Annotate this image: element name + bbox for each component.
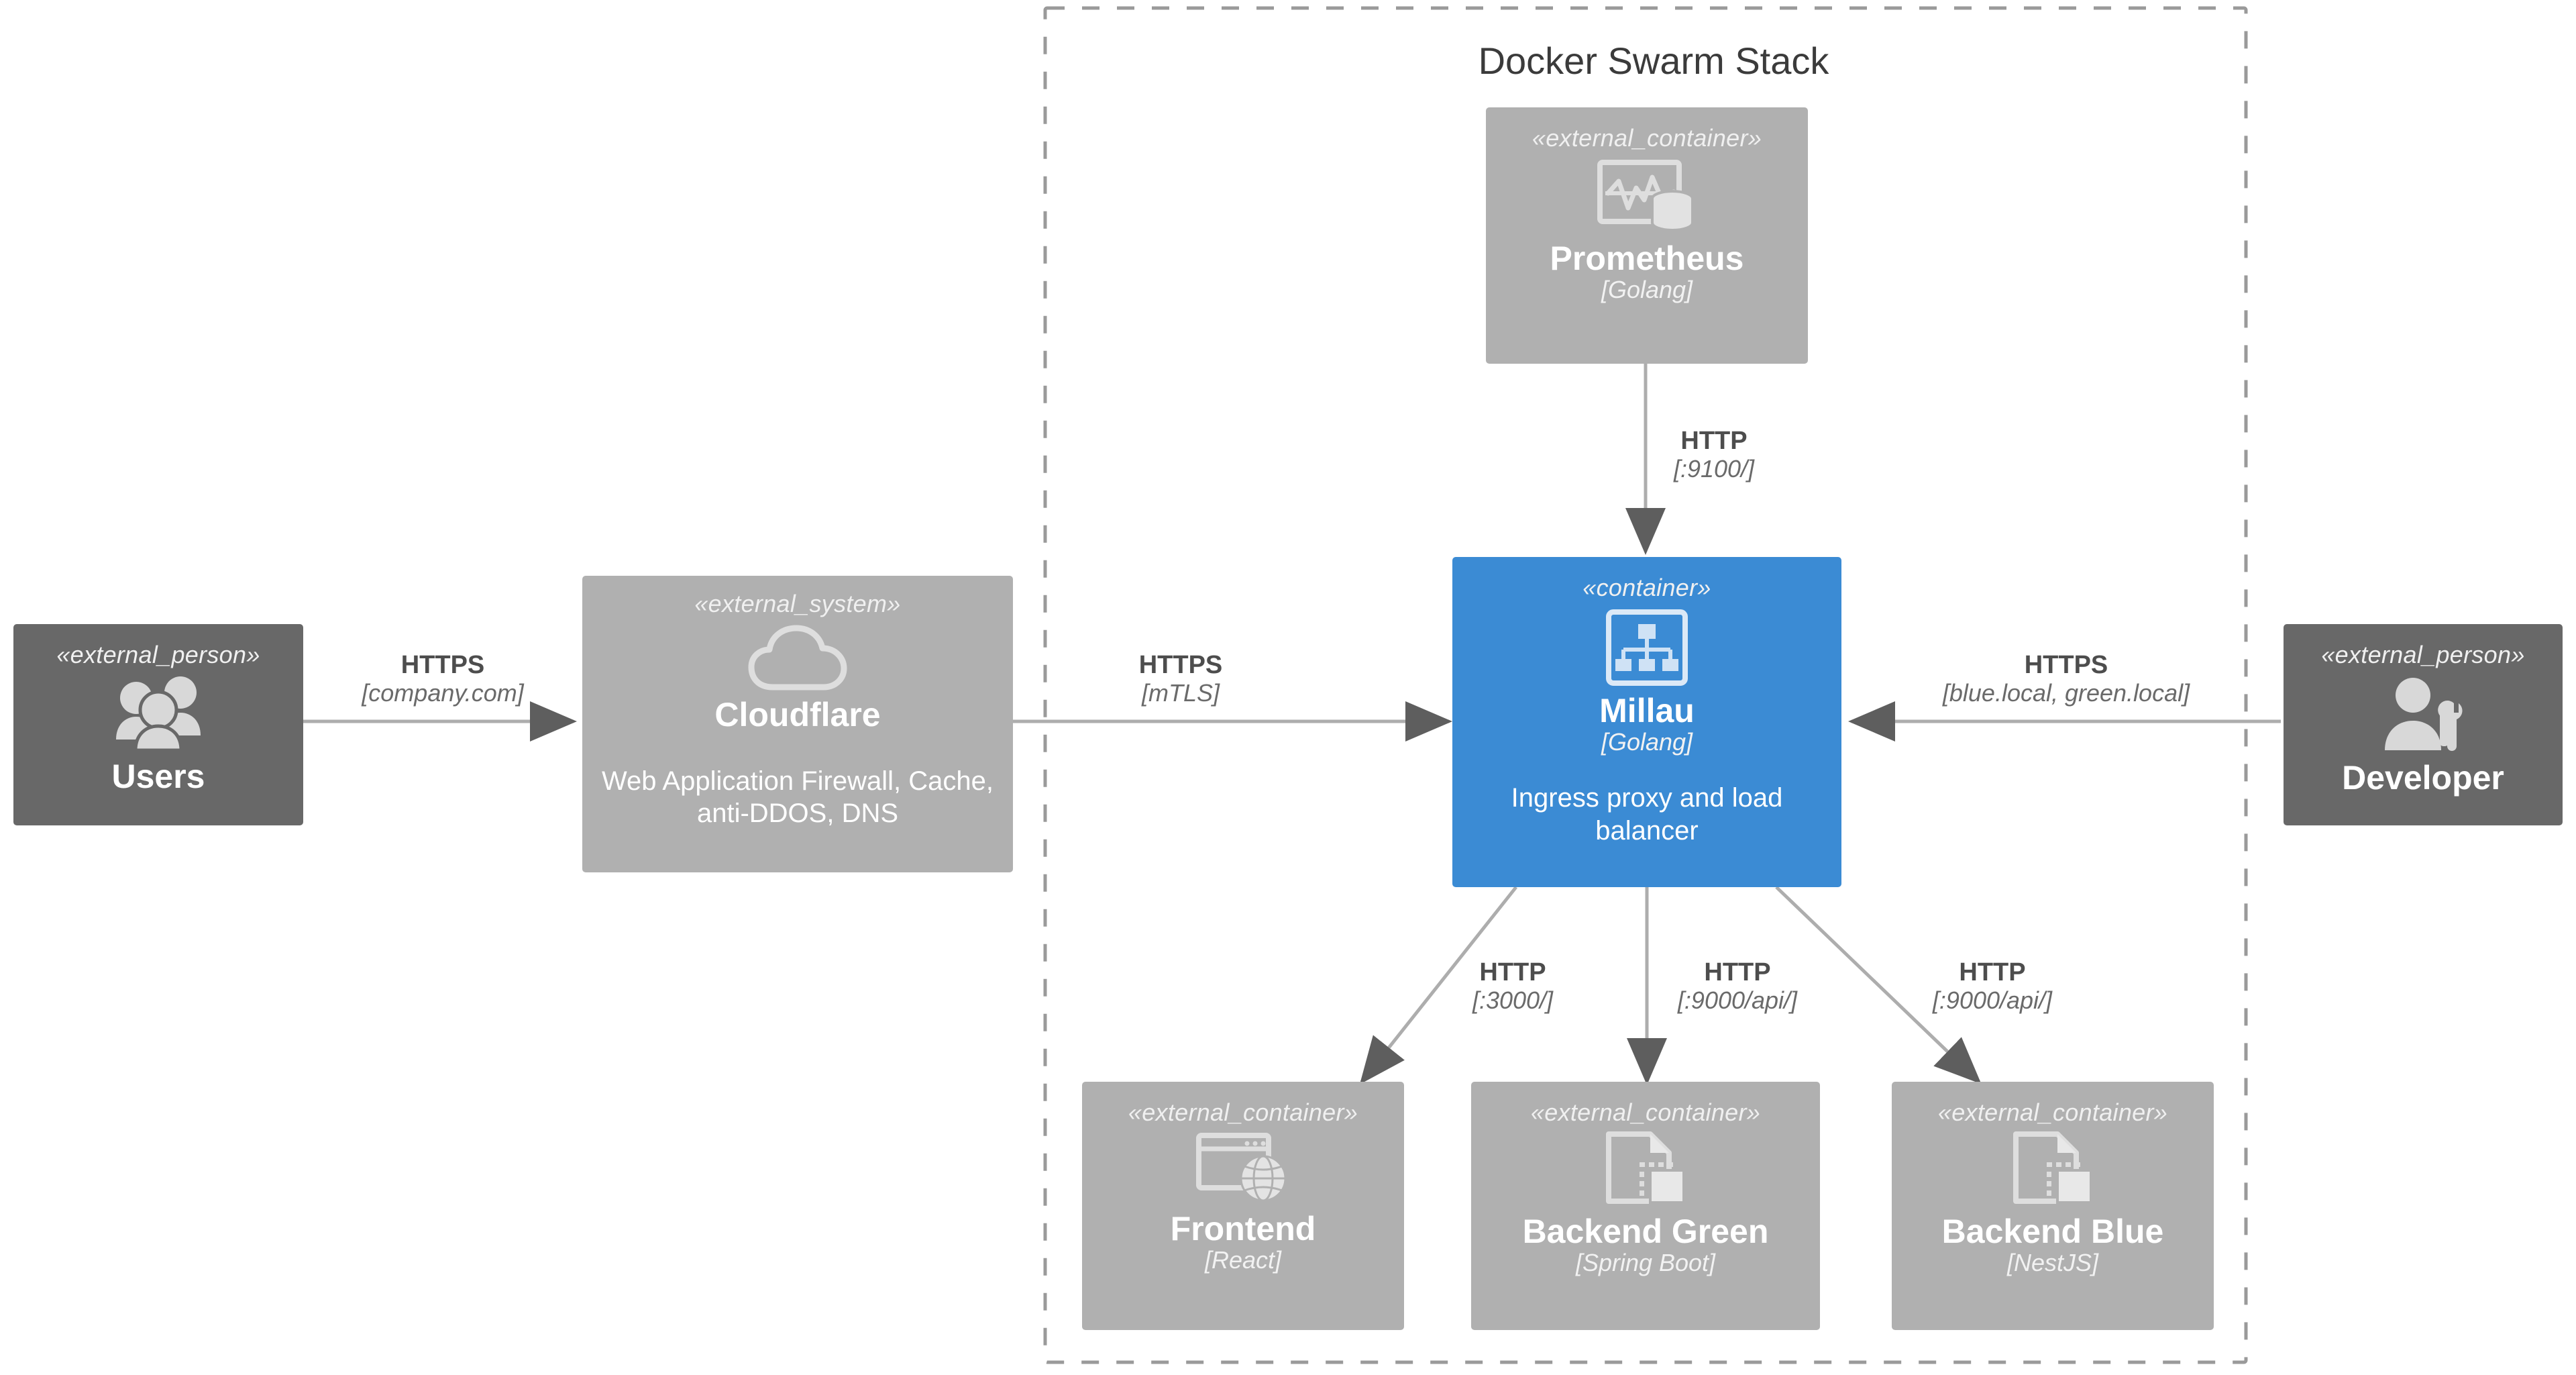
edge-label-protocol: HTTPS [2024, 651, 2108, 679]
node-millau-description: Ingress proxy and load balancer [1511, 783, 1783, 846]
node-backend-green-tech: [Spring Boot] [1575, 1248, 1716, 1276]
edge-label-detail: [company.com] [362, 678, 524, 707]
edge-millau-frontend [1359, 886, 1517, 1084]
node-users-stereotype: «external_person» [56, 641, 260, 668]
edge-label-detail: [:9100/] [1673, 454, 1755, 482]
edge-label-prometheus-millau: HTTP [:9100/] [1657, 427, 1851, 482]
edge-label-detail: [:9000/api/] [1932, 986, 2053, 1014]
node-users-title: Users [111, 757, 205, 795]
document-component-icon [1602, 1131, 1689, 1207]
cloud-icon [747, 623, 848, 693]
node-developer[interactable]: «external_person» Developer [2284, 624, 2563, 825]
edge-label-millau-backend-green: HTTP [:9000/api/] [1637, 958, 1838, 1014]
node-prometheus-title: Prometheus [1550, 239, 1744, 277]
node-frontend-title: Frontend [1170, 1209, 1316, 1247]
edge-label-millau-frontend: HTTP [:3000/] [1436, 958, 1590, 1014]
node-backend-green[interactable]: «external_container» Backend Green [Spri… [1471, 1082, 1820, 1330]
edge-label-protocol: HTTP [1680, 427, 1748, 455]
node-millau[interactable]: «container» Millau [Golang] Ingress prox… [1452, 557, 1841, 887]
users-group-icon [108, 672, 209, 752]
edge-millau-backend-blue [1775, 886, 1982, 1084]
node-prometheus-stereotype: «external_container» [1532, 124, 1762, 152]
edge-label-protocol: HTTP [1959, 958, 2026, 986]
monitoring-chart-database-icon [1596, 158, 1698, 234]
edge-label-protocol: HTTP [1704, 958, 1771, 986]
node-cloudflare[interactable]: «external_system» Cloudflare Web Applica… [582, 576, 1013, 872]
node-cloudflare-description: Web Application Firewall, Cache, anti-DD… [602, 766, 994, 829]
node-backend-blue[interactable]: «external_container» Backend Blue [NestJ… [1892, 1082, 2214, 1330]
node-users[interactable]: «external_person» Users [13, 624, 303, 825]
node-frontend-stereotype: «external_container» [1128, 1099, 1358, 1126]
node-backend-blue-stereotype: «external_container» [1937, 1099, 2168, 1126]
node-frontend-tech: [React] [1204, 1245, 1282, 1274]
edge-label-users-cloudflare: HTTPS [company.com] [315, 651, 570, 707]
edge-label-protocol: HTTPS [400, 651, 485, 679]
node-backend-blue-tech: [NestJS] [2006, 1248, 2099, 1276]
node-cloudflare-title: Cloudflare [714, 695, 881, 733]
node-millau-tech: [Golang] [1601, 727, 1693, 756]
document-component-icon [2009, 1131, 2096, 1207]
node-prometheus-tech: [Golang] [1601, 275, 1693, 303]
node-developer-title: Developer [2342, 758, 2504, 797]
edge-label-cloudflare-millau: HTTPS [mTLS] [1073, 651, 1288, 707]
node-developer-stereotype: «external_person» [2321, 641, 2525, 668]
node-backend-green-title: Backend Green [1522, 1212, 1769, 1250]
node-cloudflare-stereotype: «external_system» [694, 590, 901, 617]
node-millau-stereotype: «container» [1582, 574, 1711, 601]
browser-globe-icon [1196, 1131, 1290, 1204]
edge-label-developer-millau: HTTPS [blue.local, green.local] [1872, 651, 2261, 707]
docker-swarm-boundary [1043, 6, 2248, 1364]
network-hierarchy-icon [1605, 608, 1689, 687]
edge-label-protocol: HTTPS [1138, 651, 1223, 679]
node-prometheus[interactable]: «external_container» Prometheus [Golang] [1486, 107, 1808, 364]
person-tools-icon [2373, 672, 2473, 753]
edge-label-detail: [:3000/] [1472, 986, 1554, 1014]
edge-label-millau-backend-blue: HTTP [:9000/api/] [1892, 958, 2093, 1014]
edge-label-detail: [blue.local, green.local] [1942, 678, 2190, 707]
node-millau-title: Millau [1599, 691, 1695, 729]
edge-label-protocol: HTTP [1479, 958, 1546, 986]
node-backend-blue-title: Backend Blue [1941, 1212, 2164, 1250]
node-backend-green-stereotype: «external_container» [1530, 1099, 1761, 1126]
boundary-title: Docker Swarm Stack [1479, 40, 1830, 82]
edge-label-detail: [mTLS] [1141, 678, 1220, 707]
node-frontend[interactable]: «external_container» Frontend [React] [1082, 1082, 1404, 1330]
edge-label-detail: [:9000/api/] [1677, 986, 1798, 1014]
